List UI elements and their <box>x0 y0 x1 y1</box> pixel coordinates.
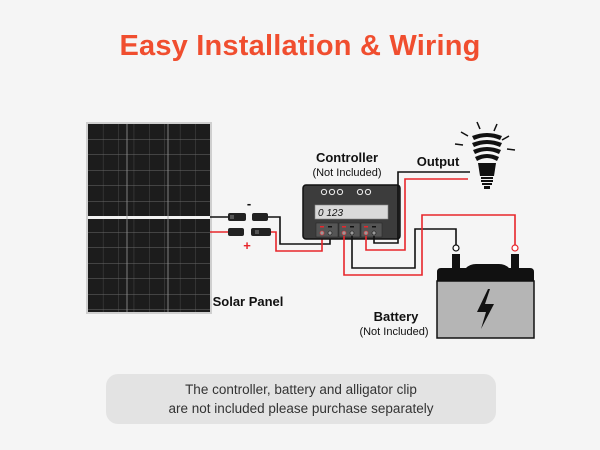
disclaimer-note: The controller, battery and alligator cl… <box>106 374 496 424</box>
page-title: Easy Installation & Wiring <box>119 30 481 62</box>
panel-wires <box>210 216 228 233</box>
controller-display: 0 123 <box>318 208 343 219</box>
lightning-bolt-icon <box>477 289 494 329</box>
controller-label: Controller <box>316 150 378 165</box>
light-bulb-icon <box>454 121 516 189</box>
battery-label: Battery <box>374 309 420 324</box>
solar-panel-label: Solar Panel <box>213 294 284 309</box>
output-label: Output <box>417 154 460 169</box>
controller-note: (Not Included) <box>312 167 381 179</box>
mc4-connector-icon <box>228 213 271 236</box>
battery-note: (Not Included) <box>359 326 428 338</box>
battery-icon <box>436 244 535 339</box>
negative-sign: - <box>247 196 251 211</box>
positive-sign: + <box>243 238 251 253</box>
solar-panel-icon <box>86 122 212 314</box>
note-line-2: are not included please purchase separat… <box>168 401 434 416</box>
note-line-1: The controller, battery and alligator cl… <box>185 382 417 397</box>
